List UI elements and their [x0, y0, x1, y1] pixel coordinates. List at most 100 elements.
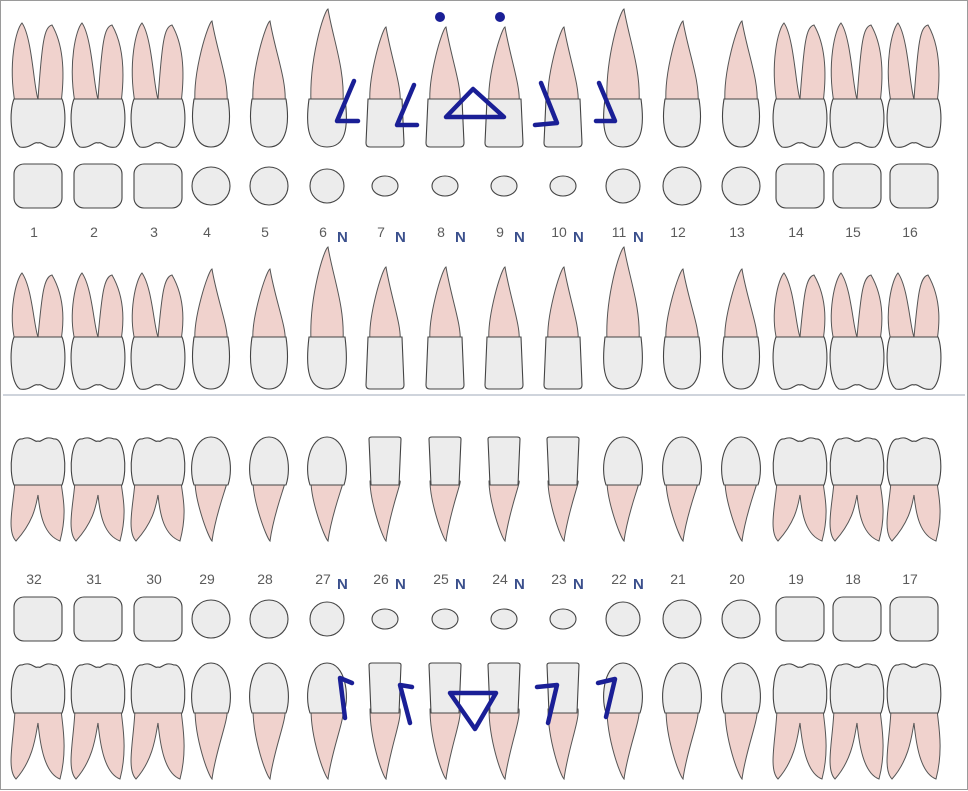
tooth-number: 13 [729, 224, 745, 240]
upper-tooth-lingual-3[interactable] [131, 273, 185, 389]
upper-tooth-1[interactable] [11, 23, 65, 208]
upper-tooth-lingual-14[interactable] [773, 273, 827, 389]
lower-tooth-lingual-18[interactable] [830, 664, 884, 779]
upper-tooth-lingual-2[interactable] [71, 273, 125, 389]
tooth-number: 6 [319, 224, 327, 240]
lower-tooth-18[interactable] [830, 438, 884, 641]
tooth-number: 24 [492, 571, 508, 587]
upper-tooth-lingual-12[interactable] [664, 269, 701, 389]
lower-tooth-24[interactable] [488, 437, 520, 629]
upper-tooth-13[interactable] [722, 21, 760, 205]
tooth-number: 32 [26, 571, 42, 587]
upper-tooth-lingual-4[interactable] [193, 269, 230, 389]
lower-tooth-25[interactable] [429, 437, 461, 629]
tooth-number: 25 [433, 571, 449, 587]
upper-tooth-lingual-1[interactable] [11, 273, 65, 389]
dot-mark-icon [495, 12, 505, 22]
tooth-number: 18 [845, 571, 861, 587]
lower-tooth-20[interactable] [722, 437, 761, 638]
upper-tooth-lingual-11[interactable] [604, 247, 643, 389]
lower-tooth-lingual-24[interactable] [488, 663, 520, 779]
upper-tooth-lingual-10[interactable] [544, 267, 582, 389]
upper-tooth-4[interactable] [192, 21, 230, 205]
n-marker: N [455, 229, 466, 246]
upper-tooth-lingual-9[interactable] [485, 267, 523, 389]
lower-tooth-lingual-32[interactable] [11, 664, 65, 779]
upper-tooth-lingual-6[interactable] [308, 247, 347, 389]
tooth-number: 23 [551, 571, 567, 587]
lower-tooth-lingual-29[interactable] [192, 663, 231, 779]
lower-tooth-22[interactable] [604, 437, 643, 636]
upper-tooth-16[interactable] [887, 23, 941, 208]
dot-mark-icon [435, 12, 445, 22]
tooth-number: 27 [315, 571, 331, 587]
upper-tooth-lingual-5[interactable] [251, 269, 288, 389]
lower-tooth-23[interactable] [547, 437, 579, 629]
tooth-number: 14 [788, 224, 804, 240]
lower-tooth-lingual-25[interactable] [429, 663, 461, 779]
upper-tooth-9[interactable] [485, 27, 523, 196]
lower-tooth-lingual-21[interactable] [663, 663, 702, 779]
lower-tooth-27[interactable] [308, 437, 347, 636]
lower-tooth-lingual-26[interactable] [369, 663, 401, 779]
n-marker: N [337, 576, 348, 593]
lower-tooth-19[interactable] [773, 438, 827, 641]
n-marker: N [633, 576, 644, 593]
tooth-number: 30 [146, 571, 162, 587]
lower-tooth-17[interactable] [887, 438, 941, 641]
upper-tooth-6[interactable] [308, 9, 347, 203]
lower-tooth-29[interactable] [192, 437, 231, 638]
n-marker: N [455, 576, 466, 593]
upper-tooth-lingual-7[interactable] [366, 267, 404, 389]
lower-tooth-31[interactable] [71, 438, 125, 641]
upper-tooth-lingual-8[interactable] [426, 267, 464, 389]
upper-tooth-2[interactable] [71, 23, 125, 208]
tooth-number: 1 [30, 224, 38, 240]
lower-tooth-lingual-23[interactable] [547, 663, 579, 779]
tooth-number: 2 [90, 224, 98, 240]
upper-tooth-5[interactable] [250, 21, 288, 205]
tooth-number: 21 [670, 571, 686, 587]
n-marker: N [633, 229, 644, 246]
tooth-number: 5 [261, 224, 269, 240]
tooth-number: 17 [902, 571, 918, 587]
upper-tooth-lingual-13[interactable] [723, 269, 760, 389]
tooth-number: 28 [257, 571, 273, 587]
lower-bracket-mark-26 [400, 685, 412, 723]
lower-tooth-lingual-31[interactable] [71, 664, 125, 779]
lower-tooth-32[interactable] [11, 438, 65, 641]
tooth-number: 11 [612, 224, 627, 240]
lower-tooth-lingual-17[interactable] [887, 664, 941, 779]
tooth-number: 3 [150, 224, 158, 240]
n-marker: N [573, 229, 584, 246]
n-marker: N [395, 229, 406, 246]
lower-tooth-30[interactable] [131, 438, 185, 641]
upper-tooth-10[interactable] [544, 27, 582, 196]
lower-tooth-lingual-28[interactable] [250, 663, 289, 779]
tooth-number: 9 [496, 224, 504, 240]
upper-tooth-3[interactable] [131, 23, 185, 208]
tooth-number: 31 [86, 571, 102, 587]
tooth-number: 16 [902, 224, 918, 240]
upper-tooth-15[interactable] [830, 23, 884, 208]
upper-tooth-8[interactable] [426, 27, 464, 196]
n-marker: N [395, 576, 406, 593]
tooth-number: 19 [788, 571, 804, 587]
n-marker: N [337, 229, 348, 246]
tooth-number: 22 [611, 571, 627, 587]
lower-tooth-26[interactable] [369, 437, 401, 629]
upper-tooth-lingual-16[interactable] [887, 273, 941, 389]
upper-tooth-7[interactable] [366, 27, 404, 196]
upper-tooth-14[interactable] [773, 23, 827, 208]
n-marker: N [514, 229, 525, 246]
lower-tooth-lingual-20[interactable] [722, 663, 761, 779]
lower-tooth-lingual-19[interactable] [773, 664, 827, 779]
upper-tooth-12[interactable] [663, 21, 701, 205]
lower-tooth-lingual-30[interactable] [131, 664, 185, 779]
upper-tooth-lingual-15[interactable] [830, 273, 884, 389]
lower-tooth-28[interactable] [250, 437, 289, 638]
lower-tooth-21[interactable] [663, 437, 702, 638]
tooth-number: 7 [377, 224, 385, 240]
